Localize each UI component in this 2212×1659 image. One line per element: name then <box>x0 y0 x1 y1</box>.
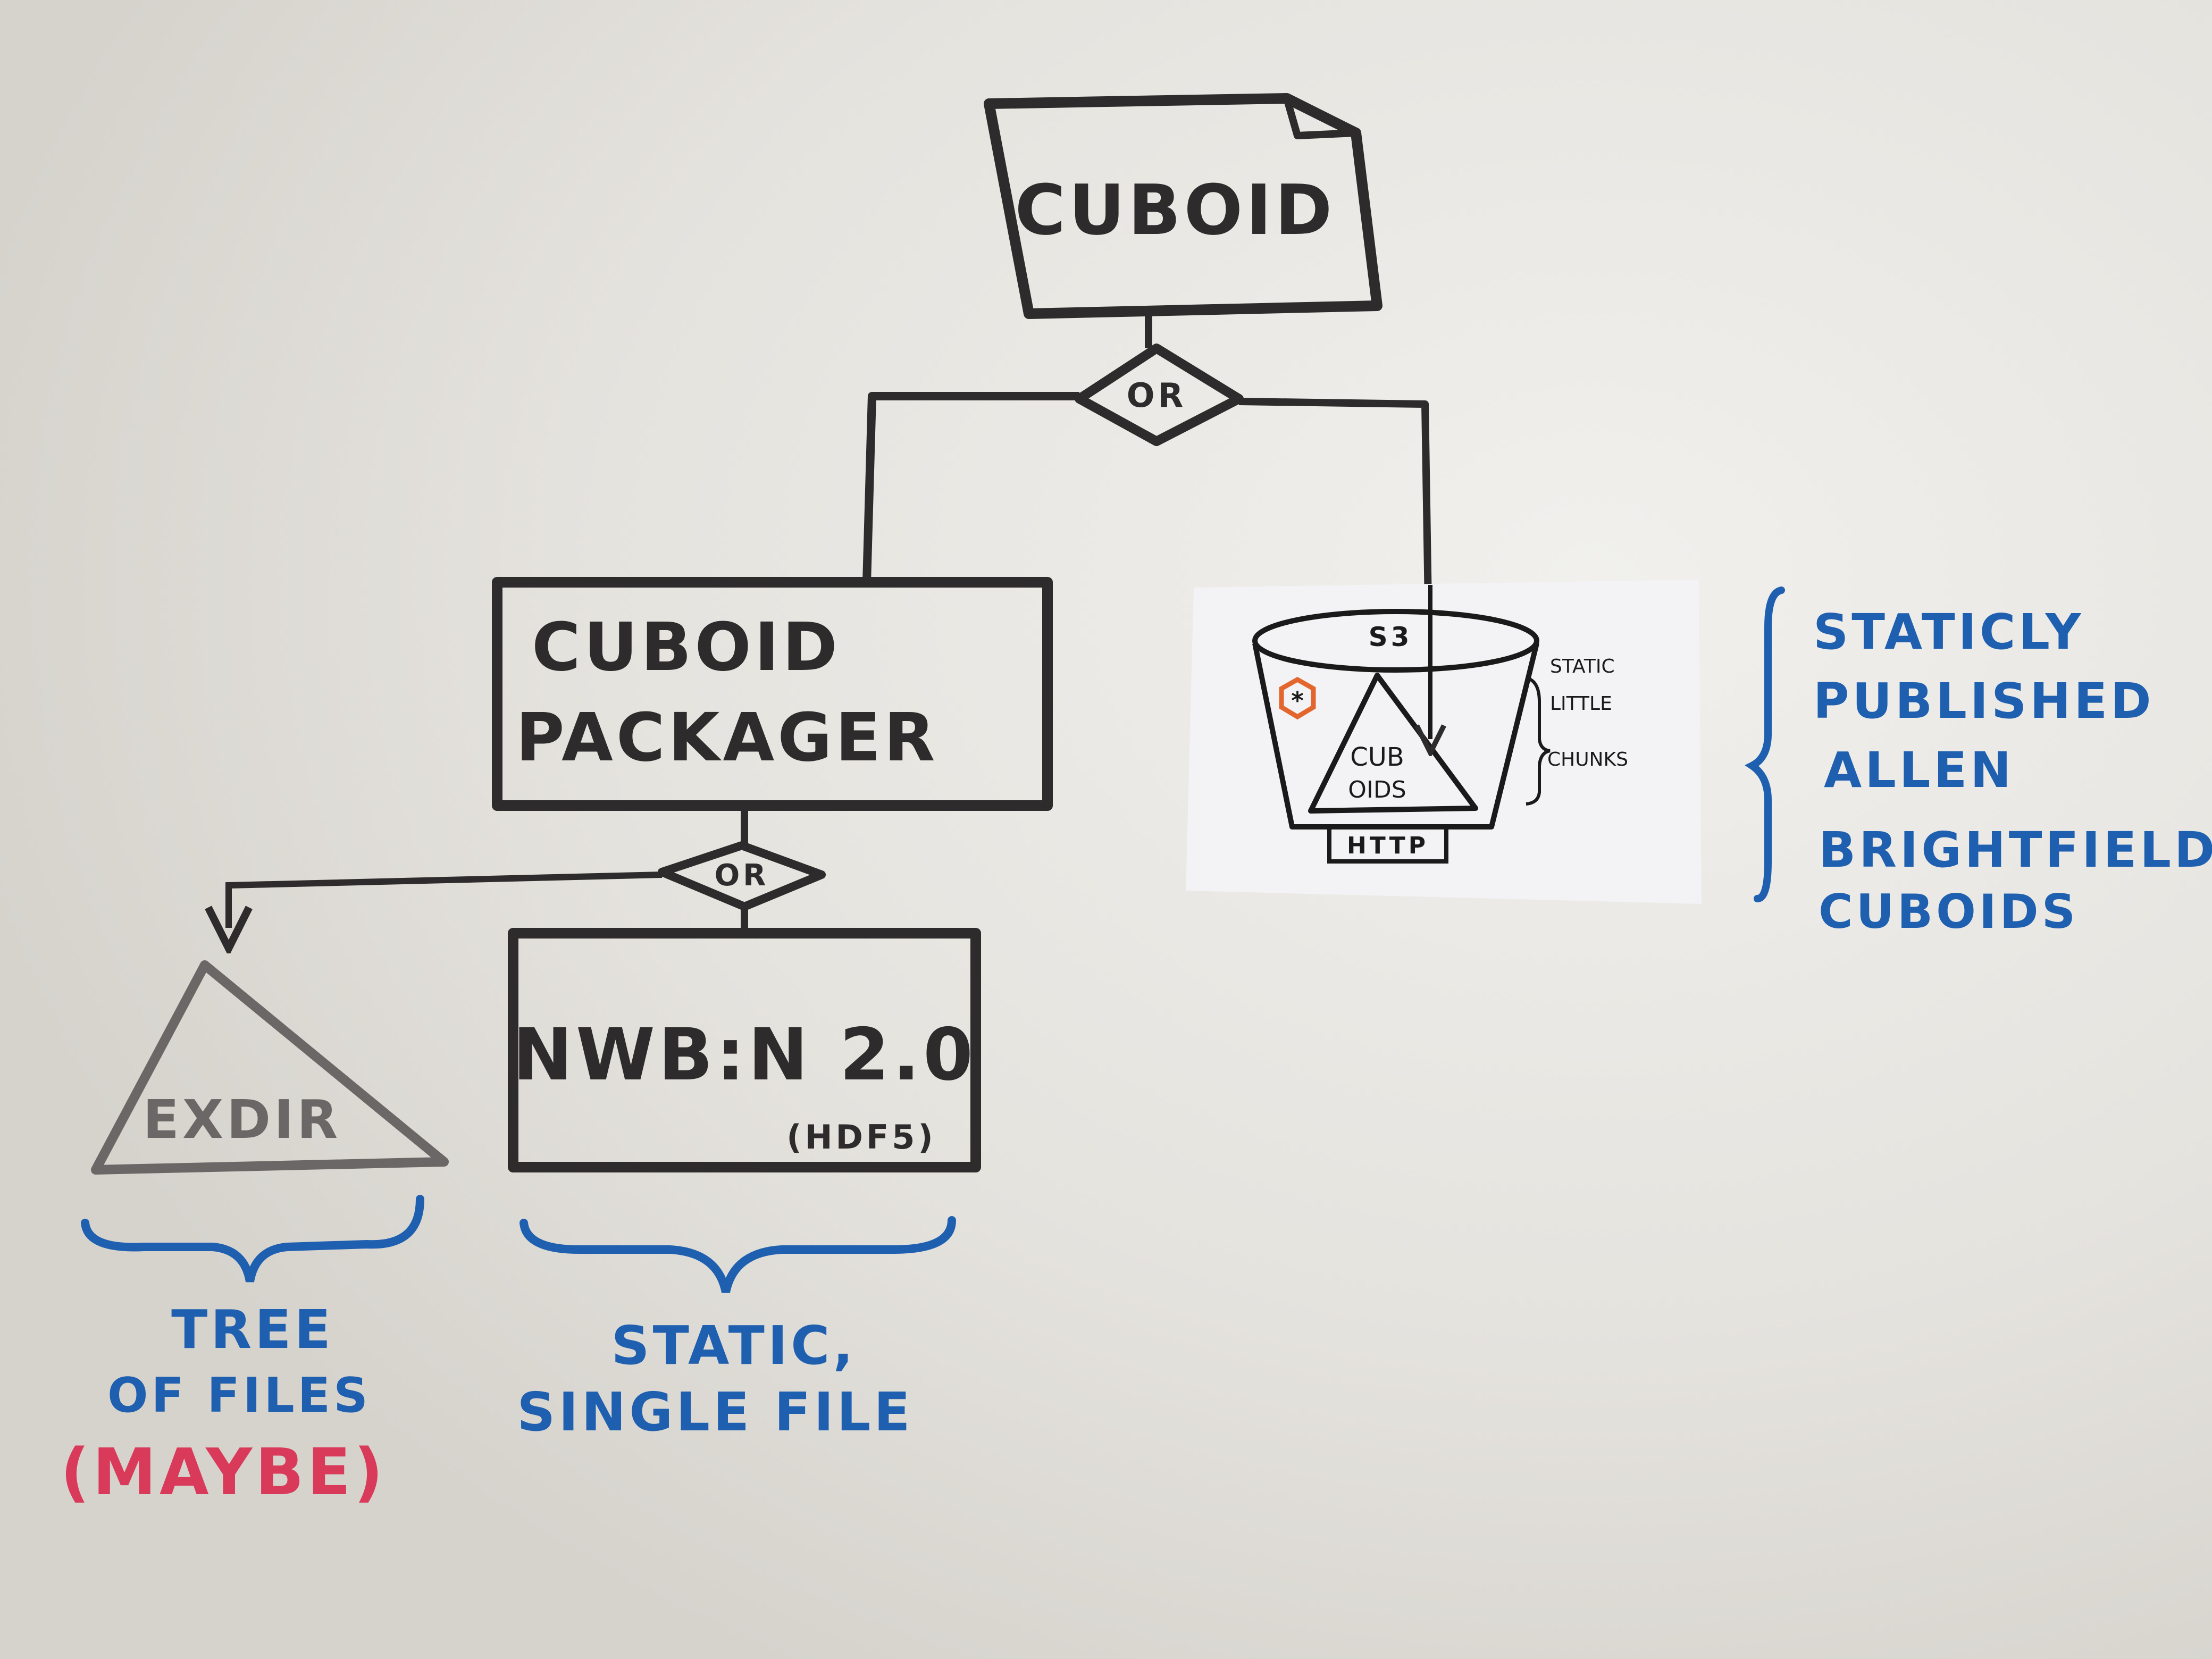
published-line3: ALLEN <box>1824 742 2014 799</box>
or-decision-top <box>1075 343 1244 446</box>
cuboids-label-line1: CUB <box>1350 742 1404 772</box>
published-line2: PUBLISHED <box>1813 673 2155 730</box>
maybe-label: (MAYBE) <box>61 1436 387 1510</box>
or-top-label: OR <box>1127 376 1186 415</box>
packager-node <box>492 577 1053 811</box>
nwb-label: NWB:N 2.0 <box>513 1013 976 1096</box>
svg-text:*: * <box>1291 686 1304 715</box>
exdir-label: EXDIR <box>143 1088 341 1151</box>
cuboid-node <box>984 93 1382 319</box>
chunks-brace <box>1526 676 1551 806</box>
hexagon-icon: * <box>1279 676 1316 720</box>
nwb-sublabel: (HDF5) <box>786 1118 936 1157</box>
s3-card: S3 * CUB OIDS HTTP STATIC LITTLE CHUNKS <box>1186 580 1702 904</box>
or-bottom-label: OR <box>715 858 769 893</box>
brace-published <box>1745 586 1785 902</box>
http-label: HTTP <box>1347 832 1429 859</box>
connector-or-to-exdir <box>229 872 663 928</box>
nwb-node <box>508 928 981 1172</box>
note-little: LITTLE <box>1550 693 1612 715</box>
static-single-file-line1: STATIC, <box>611 1314 857 1377</box>
packager-label-line2: PACKAGER <box>516 699 938 776</box>
or-decision-bottom <box>658 841 826 911</box>
http-box <box>1327 825 1448 864</box>
exdir-node <box>91 960 449 1175</box>
s3-label: S3 <box>1369 622 1413 652</box>
note-static: STATIC <box>1550 656 1615 677</box>
cuboid-label: CUBOID <box>1015 170 1336 250</box>
brace-exdir <box>81 1195 424 1283</box>
note-chunks: CHUNKS <box>1547 749 1628 770</box>
packager-label-line1: CUBOID <box>532 609 841 686</box>
published-line5: CUBOIDS <box>1819 884 2079 939</box>
published-line4: BRIGHTFIELD <box>1819 822 2212 878</box>
tree-of-files-line1: TREE <box>171 1298 334 1361</box>
tree-of-files-line2: OF FILES <box>107 1368 371 1423</box>
cuboids-label-line2: OIDS <box>1348 776 1406 803</box>
published-line1: STATICLY <box>1813 604 2084 660</box>
connector-or-to-packager <box>862 392 1079 583</box>
brace-nwb <box>520 1216 956 1293</box>
static-single-file-line2: SINGLE FILE <box>517 1381 913 1443</box>
